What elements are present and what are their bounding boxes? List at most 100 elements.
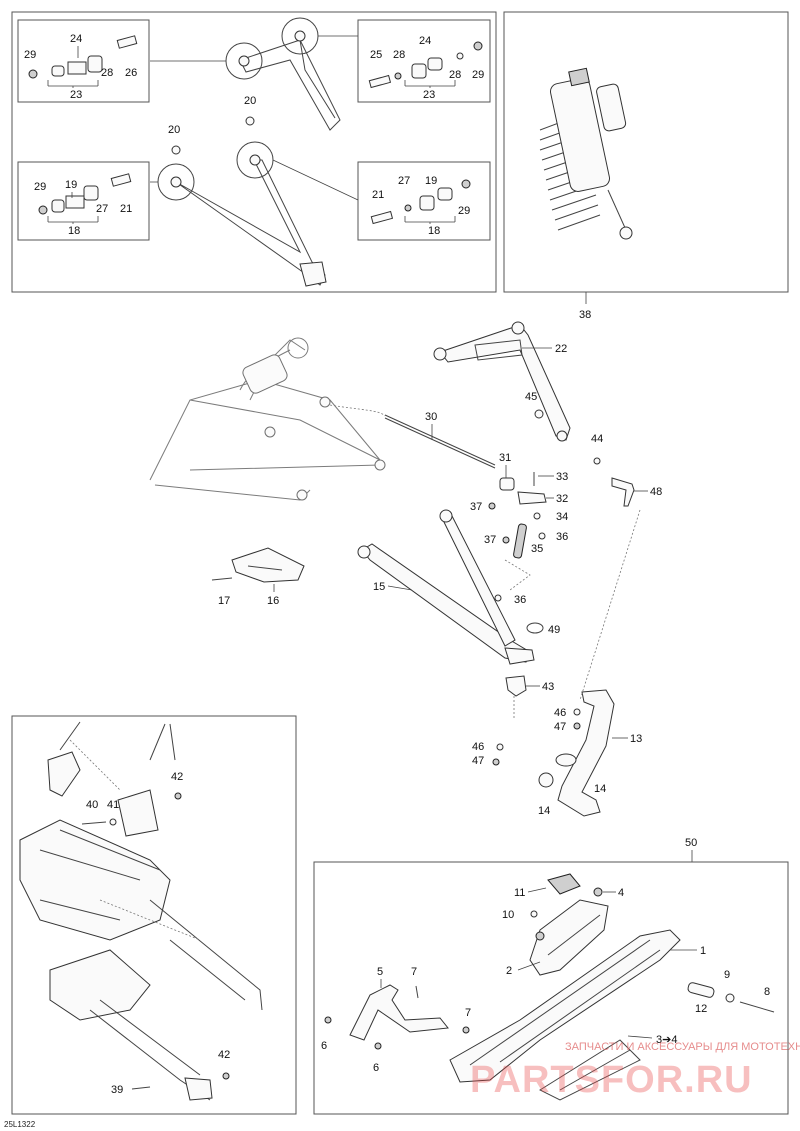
callout-25: 25 xyxy=(370,49,382,61)
callout-42: 42 xyxy=(171,771,183,783)
callout-29: 29 xyxy=(24,49,36,61)
callout-6: 6 xyxy=(321,1040,327,1052)
front-frame-icon xyxy=(19,721,263,1101)
reference-line xyxy=(329,404,386,417)
callout-49: 49 xyxy=(548,624,560,636)
ski-stopper-icon xyxy=(547,873,581,895)
callout-38: 38 xyxy=(579,309,591,321)
callout-48: 48 xyxy=(650,486,662,498)
panel-border xyxy=(313,861,789,1115)
ski-leg-icon xyxy=(529,899,609,976)
callout-41: 41 xyxy=(107,799,119,811)
bolt-icon xyxy=(131,1086,151,1090)
bracket-icon xyxy=(517,491,547,505)
callout-29: 29 xyxy=(34,181,46,193)
washer-icon xyxy=(725,993,735,1003)
ball-joint-icon xyxy=(611,477,635,507)
tie-rod-icon xyxy=(384,414,496,466)
nut-icon xyxy=(573,722,581,730)
callout-24: 24 xyxy=(70,33,82,45)
spindle-icon xyxy=(538,689,615,817)
callout-23: 23 xyxy=(70,89,82,101)
bushing-icon xyxy=(245,116,255,126)
callout-40: 40 xyxy=(86,799,98,811)
callout-7: 7 xyxy=(465,1007,471,1019)
shock-absorber-panel: 38 xyxy=(503,11,789,321)
callout-12: 12 xyxy=(695,1003,707,1015)
callout-42: 42 xyxy=(218,1049,230,1061)
nut-icon xyxy=(538,532,546,540)
screw-icon xyxy=(374,1042,382,1050)
bushing-icon xyxy=(534,409,544,419)
callout-27: 27 xyxy=(96,203,108,215)
callout-24: 24 xyxy=(419,35,431,47)
sub-panel xyxy=(17,161,150,241)
callout-45: 45 xyxy=(525,391,537,403)
plate-detail xyxy=(247,565,283,571)
diagram-code: 25L1322 xyxy=(4,1120,36,1129)
leader-lines xyxy=(404,216,456,224)
callout-5: 5 xyxy=(377,966,383,978)
callout-23: 23 xyxy=(423,89,435,101)
callout-14: 14 xyxy=(594,783,606,795)
callout-29: 29 xyxy=(472,69,484,81)
reference-line xyxy=(504,559,531,591)
nut-icon xyxy=(535,931,545,941)
nut-icon xyxy=(174,792,182,800)
callout-26: 26 xyxy=(125,67,137,79)
callout-22: 22 xyxy=(555,343,567,355)
callout-2: 2 xyxy=(506,965,512,977)
nut-icon xyxy=(533,512,541,520)
callout-43: 43 xyxy=(542,681,554,693)
callout-47: 47 xyxy=(472,755,484,767)
callout-11: 11 xyxy=(514,887,525,899)
bushing-icon xyxy=(171,145,181,155)
bolt-icon xyxy=(211,577,233,581)
callout-4: 4 xyxy=(618,887,624,899)
callout-36: 36 xyxy=(556,531,568,543)
sub-panel xyxy=(17,19,150,103)
clip-ring-icon xyxy=(526,622,544,634)
callout-18: 18 xyxy=(428,225,440,237)
lower-a-arm-icon xyxy=(150,141,359,287)
callout-7: 7 xyxy=(411,966,417,978)
sub-panel xyxy=(357,19,491,103)
callout-36: 36 xyxy=(514,594,526,606)
leader-lines xyxy=(47,192,99,224)
nut-icon xyxy=(494,594,502,602)
reference-line xyxy=(579,509,641,701)
callout-20: 20 xyxy=(168,124,180,136)
lower-a-arm-icon xyxy=(357,509,535,665)
callout-19: 19 xyxy=(65,179,77,191)
callout-28: 28 xyxy=(101,67,113,79)
watermark-logo: PARTSFOR.RU xyxy=(470,1059,753,1101)
screw-icon xyxy=(324,1016,332,1024)
callout-32: 32 xyxy=(556,493,568,505)
callout-39: 39 xyxy=(111,1084,123,1096)
washer-icon xyxy=(496,743,504,751)
callout-21: 21 xyxy=(372,189,384,201)
ball-joint-icon xyxy=(505,675,527,697)
tie-rod-icon xyxy=(384,417,496,469)
callout-47: 47 xyxy=(554,721,566,733)
callout-37: 37 xyxy=(484,534,496,546)
callout-21: 21 xyxy=(120,203,132,215)
callout-46: 46 xyxy=(472,741,484,753)
upper-a-arm-icon xyxy=(433,321,571,442)
screw-icon xyxy=(415,985,419,999)
callout-10: 10 xyxy=(502,909,514,921)
nut-icon xyxy=(488,502,496,510)
reference-note: 3➔4 xyxy=(656,1034,677,1046)
panel-border xyxy=(503,11,789,293)
washer-icon xyxy=(530,910,538,918)
washer-icon xyxy=(593,457,601,465)
leader-line xyxy=(387,585,413,591)
upper-arm-hardware-panel: 29 24 28 26 23 25 28 24 28 29 23 xyxy=(11,11,497,293)
leader-line xyxy=(627,1035,653,1039)
callout-16: 16 xyxy=(267,595,279,607)
screw-icon xyxy=(462,1026,470,1034)
callout-46: 46 xyxy=(554,707,566,719)
callout-34: 34 xyxy=(556,511,568,523)
ski-handle-icon xyxy=(349,984,449,1041)
